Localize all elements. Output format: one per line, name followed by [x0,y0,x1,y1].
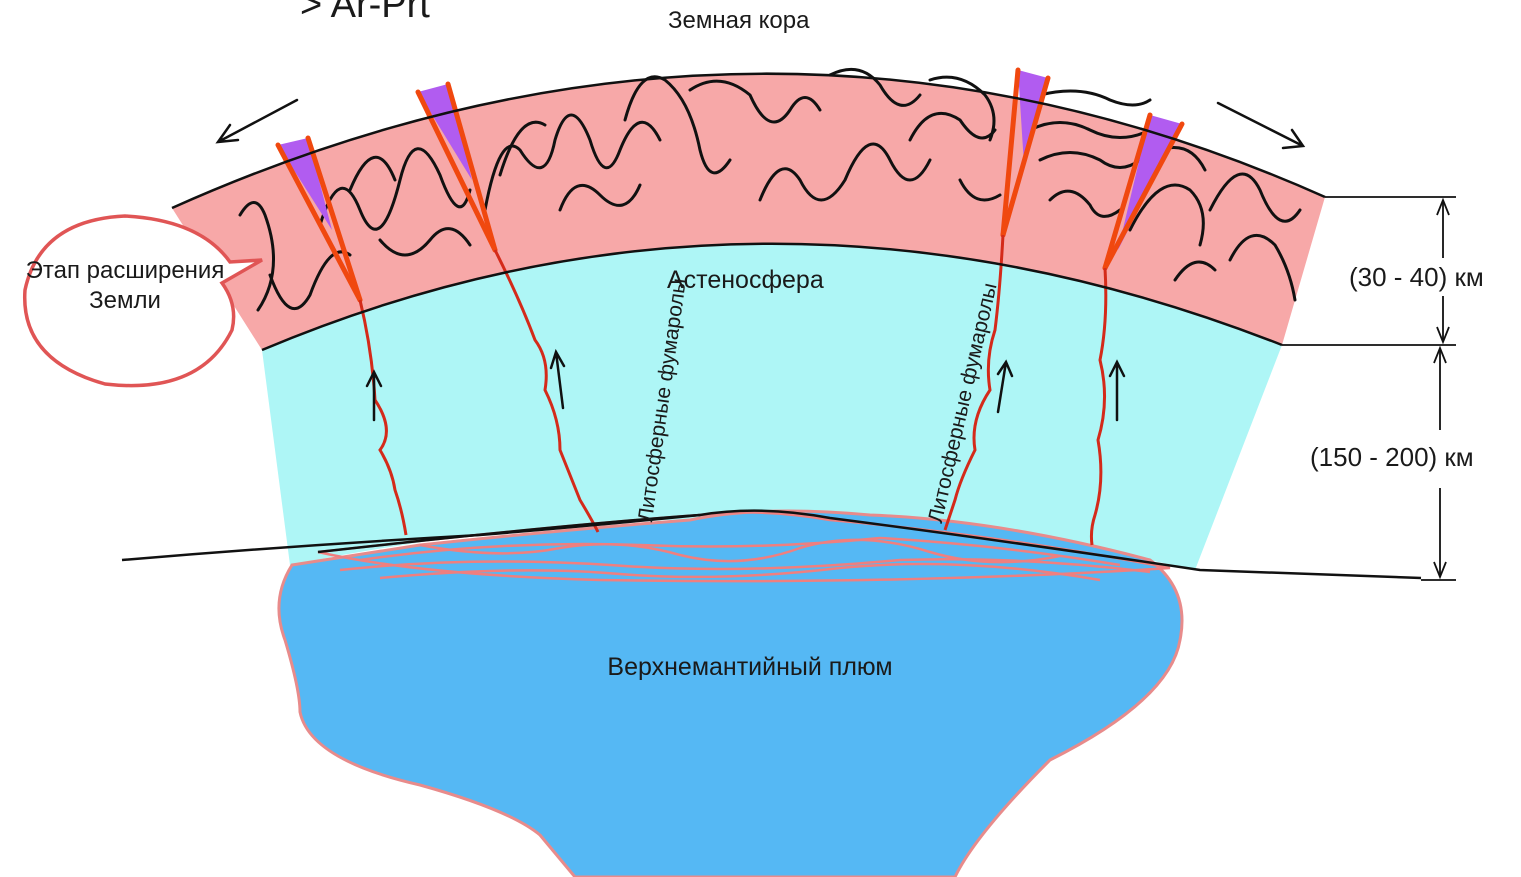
upper-mantle-plume [279,511,1182,877]
asthenosphere-thickness-label: (150 - 200) км [1310,442,1474,473]
plume-label: Верхнемантийный плюм [590,652,910,683]
crust-label: Земная кора [668,7,809,35]
crust-thickness-label: (30 - 40) км [1349,262,1484,293]
period-title: > Ar-Prt [300,0,430,27]
bubble-text: Этап расширения Земли [25,256,225,316]
